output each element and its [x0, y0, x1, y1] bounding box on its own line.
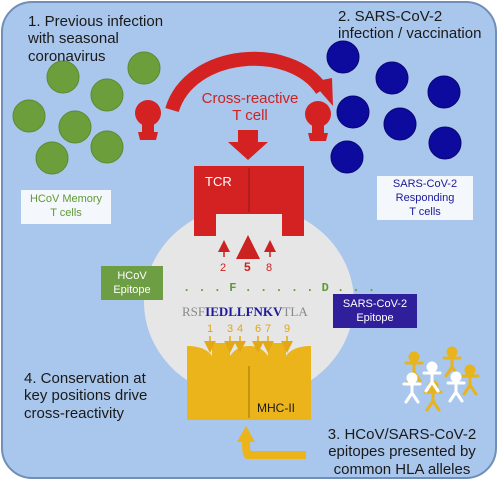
tcr-position-number: 5: [244, 260, 251, 274]
box-line: HCoV Memory: [29, 193, 103, 205]
cross-reactive-label: Cross-reactive T cell: [200, 90, 300, 125]
sars-epitope-box: SARS-CoV-2 Epitope: [333, 294, 417, 328]
red-t-cell-right: [305, 101, 331, 141]
box-line: SARS-CoV-2: [342, 298, 408, 310]
step1-annotation: 1. Previous infection with seasonal coro…: [28, 13, 163, 65]
blue-cell: [375, 61, 409, 95]
presentation-arrow: [242, 439, 306, 459]
hla-population-figures: [402, 346, 480, 412]
mhc-position-number: 3: [227, 323, 234, 335]
mhc-position-number: 7: [265, 323, 272, 335]
sequence-core: IEDLLFNKV: [205, 304, 283, 319]
blue-cell: [326, 40, 360, 74]
tcr-position-number: 8: [266, 262, 273, 274]
box-line: T cells: [409, 206, 441, 218]
step1-line: 1. Previous infection: [28, 13, 164, 30]
down-arrow: [228, 130, 268, 160]
mhc-position-number: 4: [237, 323, 244, 335]
step4-line: 4. Conservation at: [24, 370, 146, 387]
hcov-sequence: . . . F . . . . . D . . .: [183, 281, 376, 295]
box-line: Epitope: [356, 312, 394, 324]
box-line: HCoV: [117, 270, 147, 282]
blue-cell: [383, 107, 417, 141]
mhc-anchor-arrows: [204, 336, 293, 353]
person-figure: [422, 361, 442, 393]
sequence-suffix: TLA: [282, 304, 308, 319]
tcr-label: TCR: [205, 174, 232, 189]
mhc-position-number: 9: [284, 323, 291, 335]
step4-annotation: 4. Conservation at key positions drive c…: [24, 370, 147, 422]
blue-cell: [330, 140, 364, 174]
blue-cell: [428, 126, 462, 160]
green-cell: [127, 51, 161, 85]
box-line: Epitope: [113, 284, 151, 296]
green-cell: [46, 60, 80, 94]
step4-line: key positions drive: [24, 387, 148, 405]
mhc-position-number: 6: [255, 323, 262, 335]
box-line: Responding: [395, 192, 455, 204]
step3-line: epitopes presented by: [328, 443, 476, 461]
tcr-contact-arrows: [218, 235, 276, 259]
mhc-position-number: 1: [207, 323, 214, 335]
tcr-position-number: 2: [220, 262, 227, 274]
presentation-arrowhead: [237, 426, 255, 442]
blue-cell: [427, 75, 461, 109]
sars-responding-cells: [326, 40, 462, 174]
green-cell: [90, 78, 124, 112]
box-line: T cells: [50, 207, 82, 219]
step4-line: cross-reactivity: [24, 404, 125, 422]
green-cell: [58, 110, 92, 144]
cross-reactive-line: T cell: [232, 107, 268, 125]
step3-annotation: 3. HCoV/SARS-CoV-2 epitopes presented by…: [310, 426, 494, 478]
step1-line: with seasonal: [28, 30, 119, 48]
red-t-cell-left: [135, 100, 161, 140]
expansion-arrow: [165, 51, 328, 113]
sequence-prefix: RSF: [182, 304, 206, 319]
cross-reactive-line: Cross-reactive: [201, 90, 299, 107]
sars-responding-box: SARS-CoV-2 Responding T cells: [377, 176, 473, 220]
step2-annotation: 2. SARS-CoV-2 infection / vaccination: [338, 8, 481, 43]
step2-line: 2. SARS-CoV-2: [338, 8, 443, 25]
green-cell: [35, 141, 69, 175]
step1-line: coronavirus: [28, 47, 106, 65]
hcov-memory-box: HCoV Memory T cells: [21, 190, 111, 224]
mhc-label: MHC-II: [257, 401, 295, 415]
person-figure: [460, 364, 480, 396]
green-cell: [90, 130, 124, 164]
sars-sequence: RSFIEDLLFNKVTLA: [182, 304, 308, 320]
green-cell: [12, 99, 46, 133]
step2-line: infection / vaccination: [338, 25, 482, 43]
box-line: SARS-CoV-2: [392, 178, 458, 190]
blue-cell: [336, 95, 370, 129]
person-figure: [446, 371, 466, 403]
expansion-arrowhead: [312, 78, 333, 106]
step3-line: 3. HCoV/SARS-CoV-2: [327, 426, 477, 443]
hcov-memory-cells: [12, 51, 161, 175]
hcov-epitope-box: HCoV Epitope: [101, 266, 163, 300]
step3-line: common HLA alleles: [333, 460, 471, 478]
person-figure: [402, 372, 422, 404]
